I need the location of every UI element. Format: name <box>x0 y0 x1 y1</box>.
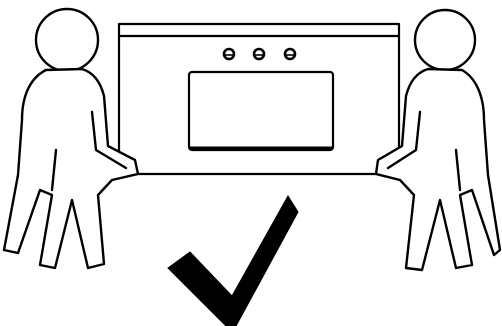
oven-appliance <box>119 24 399 174</box>
left-person-head <box>36 9 98 71</box>
right-person-head <box>415 10 475 70</box>
oven-body <box>119 24 399 174</box>
checkmark-icon <box>168 196 298 326</box>
